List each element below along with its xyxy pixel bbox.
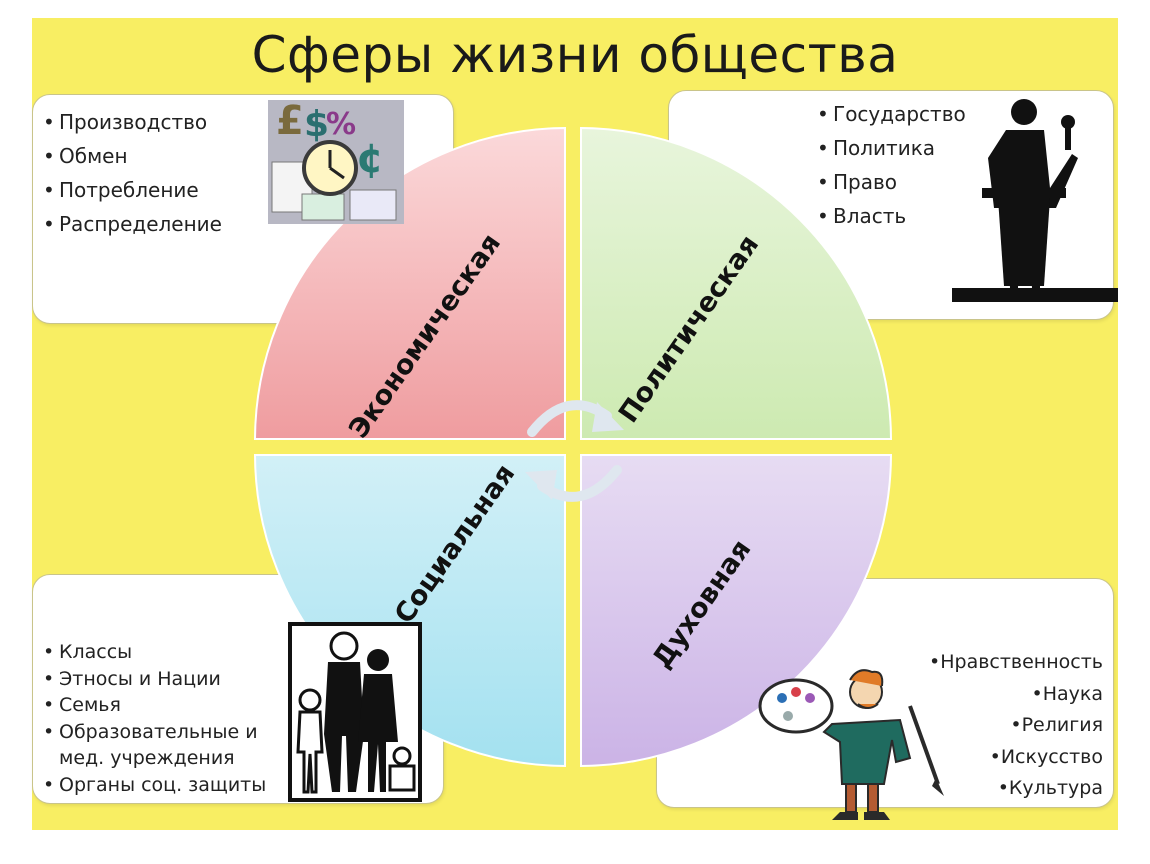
bullet: • <box>43 144 55 168</box>
slide: Сферы жизни общества •Производство •Обме… <box>32 18 1118 830</box>
list-item: •Искусство <box>924 742 1103 774</box>
svg-text:%: % <box>326 107 356 142</box>
political-quadrant <box>580 126 893 440</box>
money-chart-icon: £ $ % ¢ <box>268 98 404 224</box>
bullet: • <box>929 651 941 673</box>
list-item: •Наука <box>924 679 1103 711</box>
bullet: • <box>43 773 55 796</box>
painter-icon <box>758 669 944 820</box>
spheres-diagram: Экономическая Политическая Социальная Ду… <box>253 98 1118 820</box>
item-label: Производство <box>59 110 208 134</box>
bullet: • <box>43 694 55 716</box>
item-label: Государство <box>833 102 966 126</box>
family-icon <box>288 622 422 802</box>
bullet: • <box>817 170 829 194</box>
social-items-list: •Классы •Этносы и Нации •Семья •Образова… <box>43 639 266 798</box>
bullet: • <box>43 641 55 663</box>
list-item: •Классы <box>43 639 266 666</box>
item-label: Власть <box>833 204 907 228</box>
list-item: •Государство <box>817 97 966 131</box>
item-label: Искусство <box>1000 745 1103 768</box>
list-item: •Политика <box>817 131 966 165</box>
list-item: •Семья <box>43 692 266 719</box>
list-item: •Нравственность <box>924 647 1103 679</box>
item-label: Потребление <box>59 178 199 202</box>
list-item: •Право <box>817 165 966 199</box>
list-item: •Культура <box>924 773 1103 805</box>
list-item: •Потребление <box>43 173 222 207</box>
economic-items-list: •Производство •Обмен •Потребление •Распр… <box>43 105 222 241</box>
spiritual-items-list: •Нравственность •Наука •Религия •Искусст… <box>924 647 1103 805</box>
list-item: •Производство <box>43 105 222 139</box>
list-item: •Распределение <box>43 207 222 241</box>
svg-text:£: £ <box>276 98 304 144</box>
item-label: Семья <box>59 694 121 716</box>
bullet: • <box>817 102 829 126</box>
bullet: • <box>43 212 55 236</box>
item-label: Культура <box>1008 777 1103 799</box>
list-item: •Обмен <box>43 139 222 173</box>
bullet: • <box>1010 714 1022 736</box>
bullet: • <box>989 745 1001 768</box>
item-label: Органы соц. защиты <box>59 773 267 796</box>
svg-text:¢: ¢ <box>356 136 384 182</box>
bullet: • <box>43 110 55 134</box>
item-label: мед. учреждения <box>59 747 235 769</box>
bullet: • <box>43 720 55 743</box>
bullet: • <box>43 667 55 690</box>
arrow-head-icon <box>592 402 624 432</box>
list-item: •Религия <box>924 710 1103 742</box>
list-item: мед. учреждения <box>43 745 266 772</box>
item-label: Нравственность <box>940 651 1103 673</box>
item-label: Распределение <box>59 212 222 236</box>
list-item: •Образовательные и <box>43 719 266 746</box>
arrow-head-icon <box>525 470 557 500</box>
list-item: •Власть <box>817 199 966 233</box>
bullet: • <box>1031 682 1043 705</box>
svg-text:$: $ <box>304 104 329 145</box>
page-title: Сферы жизни общества <box>251 26 899 84</box>
item-label: Классы <box>59 641 133 663</box>
spiritual-quadrant <box>580 454 893 768</box>
bullet: • <box>997 777 1009 799</box>
item-label: Право <box>833 170 898 194</box>
item-label: Обмен <box>59 144 128 168</box>
list-item: •Органы соц. защиты <box>43 772 266 799</box>
bullet: • <box>43 178 55 202</box>
political-items-list: •Государство •Политика •Право •Власть <box>817 97 966 233</box>
item-label: Политика <box>833 136 936 160</box>
bullet: • <box>817 136 829 160</box>
item-label: Этносы и Нации <box>59 667 221 690</box>
item-label: Религия <box>1021 714 1103 736</box>
bullet: • <box>817 204 829 228</box>
item-label: Образовательные и <box>59 720 258 743</box>
list-item: •Этносы и Нации <box>43 666 266 693</box>
item-label: Наука <box>1042 682 1103 705</box>
speaker-podium-icon <box>952 99 1118 302</box>
